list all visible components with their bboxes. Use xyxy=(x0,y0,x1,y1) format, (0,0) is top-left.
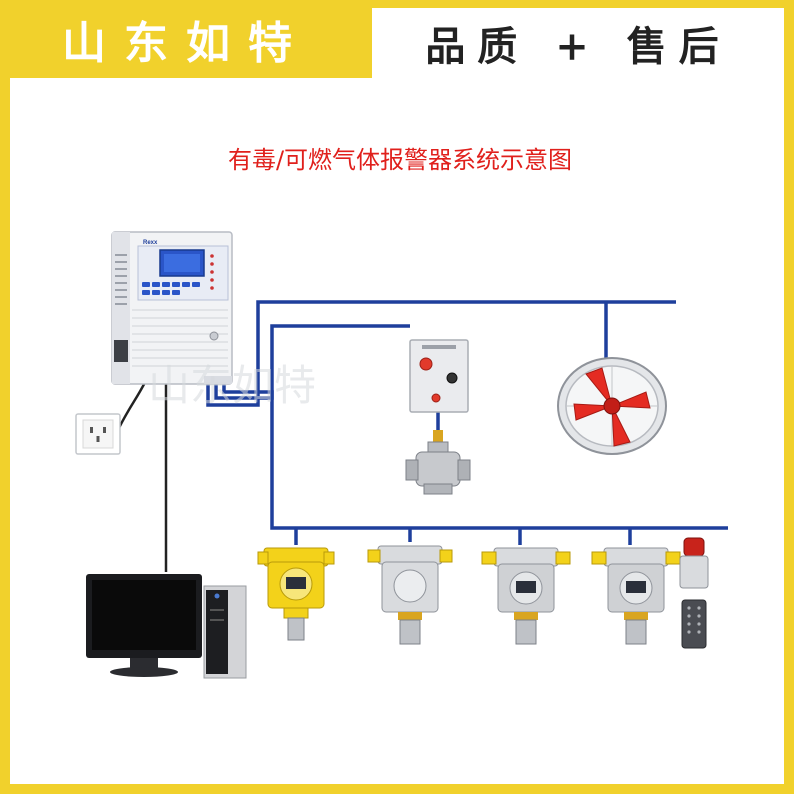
controller-brand-label: Rexx xyxy=(143,240,158,246)
brand-name: 山东如特 xyxy=(62,18,310,69)
gas-detector-icon xyxy=(591,547,681,645)
gas-detector-icon xyxy=(481,547,571,645)
slogan-text: 品质 + 售后 xyxy=(425,23,731,70)
watermark: 山东如特 xyxy=(148,361,316,410)
brand-header: 山东如特 xyxy=(0,0,372,78)
wiring xyxy=(206,300,728,545)
alarm-controller-icon: Rexx xyxy=(111,231,233,385)
solenoid-valve-icon xyxy=(405,430,471,495)
gas-detector-icon xyxy=(257,547,335,641)
diagram-title: 有毒/可燃气体报警器系统示意图 xyxy=(227,146,573,174)
valve-control-box-icon xyxy=(409,339,469,413)
remote-control-icon xyxy=(681,599,707,649)
gas-detector-icon xyxy=(367,545,453,645)
computer-icon xyxy=(86,574,247,679)
audible-visual-alarm-icon xyxy=(679,537,709,589)
exhaust-fan-icon xyxy=(557,357,667,455)
power-socket-icon xyxy=(75,413,121,455)
slogan-header: 品质 + 售后 xyxy=(372,8,784,78)
